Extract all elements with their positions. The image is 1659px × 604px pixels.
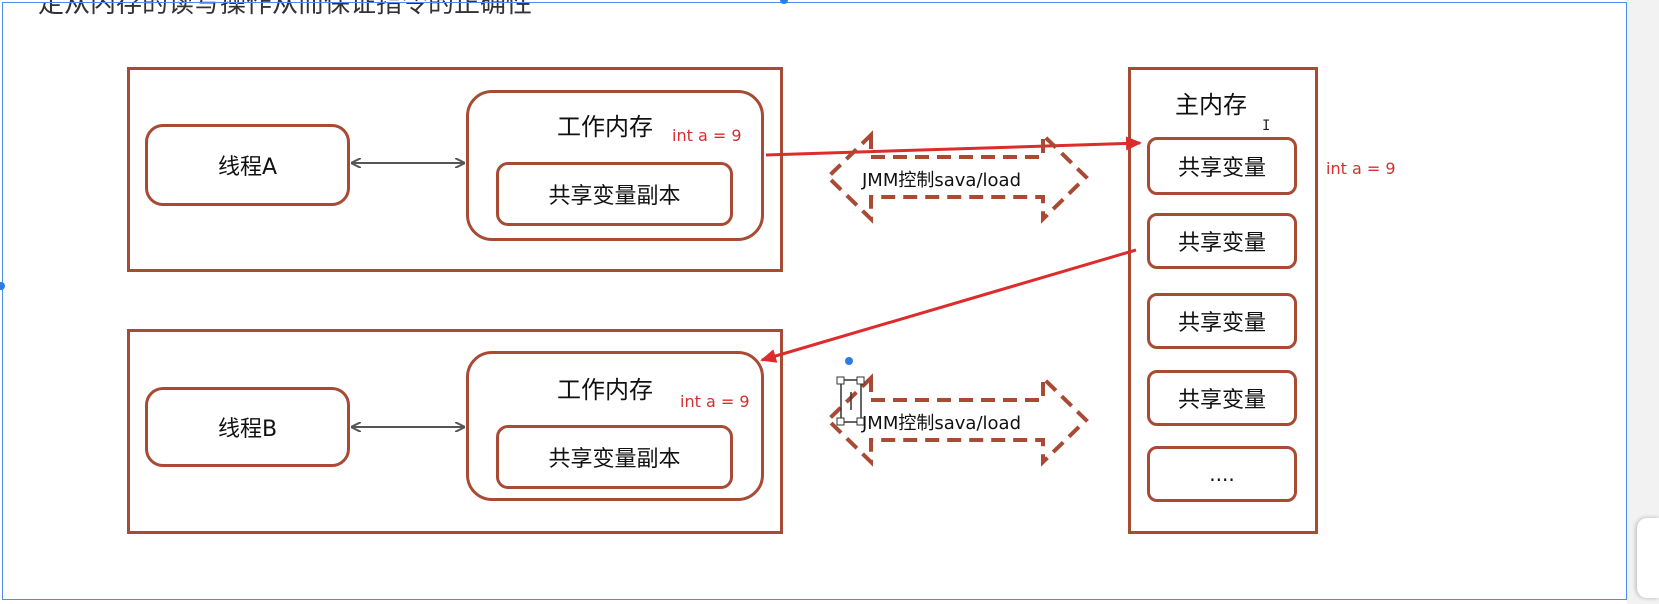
selection-handle-top[interactable] bbox=[780, 0, 788, 4]
shared-copy-a-box: 共享变量副本 bbox=[496, 162, 733, 226]
shared-copy-a-label: 共享变量副本 bbox=[548, 184, 681, 209]
shared-copy-b-label: 共享变量副本 bbox=[548, 447, 681, 472]
selection-handle-shape[interactable] bbox=[845, 357, 853, 365]
main-memory-int-value: int a = 9 bbox=[1326, 159, 1396, 178]
text-cursor-icon: I bbox=[1262, 118, 1271, 134]
work-memory-a-int-value: int a = 9 bbox=[672, 126, 742, 145]
slide-title-partial: 定从内存的读写操作从而保证指令的正确性 bbox=[38, 0, 533, 19]
work-memory-b-label: 工作内存 bbox=[557, 376, 653, 404]
main-memory-item: 共享变量 bbox=[1147, 293, 1297, 349]
thread-b-box: 线程B bbox=[145, 387, 350, 467]
red-arrow-to-work-memory-b bbox=[760, 248, 1137, 363]
thread-a-box: 线程A bbox=[145, 124, 350, 206]
shared-copy-b-box: 共享变量副本 bbox=[496, 425, 733, 489]
side-panel-toggle-tab[interactable] bbox=[1637, 518, 1659, 598]
main-memory-item-label: .... bbox=[1209, 462, 1235, 486]
jmm-double-arrow-top bbox=[825, 130, 1089, 224]
selection-handle-left[interactable] bbox=[0, 282, 5, 290]
main-memory-item: 共享变量 bbox=[1147, 213, 1297, 269]
main-memory-item-label: 共享变量 bbox=[1177, 156, 1266, 181]
jmm-double-arrow-bottom bbox=[825, 373, 1089, 467]
jmm-label-top: JMM控制sava/load bbox=[862, 170, 1021, 191]
thread-b-label: 线程B bbox=[217, 417, 278, 442]
main-memory-title: 主内存 bbox=[1175, 91, 1247, 119]
text-box-selection-handles[interactable] bbox=[836, 376, 865, 426]
selection-frame[interactable] bbox=[2, 2, 1627, 600]
main-memory-item: 共享变量 bbox=[1147, 370, 1297, 426]
work-memory-b-int-value: int a = 9 bbox=[680, 392, 750, 411]
red-arrow-to-main-memory bbox=[765, 136, 1142, 157]
main-memory-item: 共享变量 bbox=[1147, 137, 1297, 195]
main-memory-item-label: 共享变量 bbox=[1177, 311, 1266, 336]
main-memory-item-label: 共享变量 bbox=[1177, 231, 1266, 256]
thread-a-label: 线程A bbox=[217, 155, 278, 180]
main-memory-item-label: 共享变量 bbox=[1177, 388, 1266, 413]
right-side-panel bbox=[1627, 0, 1659, 604]
jmm-label-bottom[interactable]: JMM控制sava/load bbox=[862, 413, 1021, 434]
main-memory-item-ellipsis: .... bbox=[1147, 446, 1297, 502]
work-memory-a-label: 工作内存 bbox=[557, 113, 653, 141]
